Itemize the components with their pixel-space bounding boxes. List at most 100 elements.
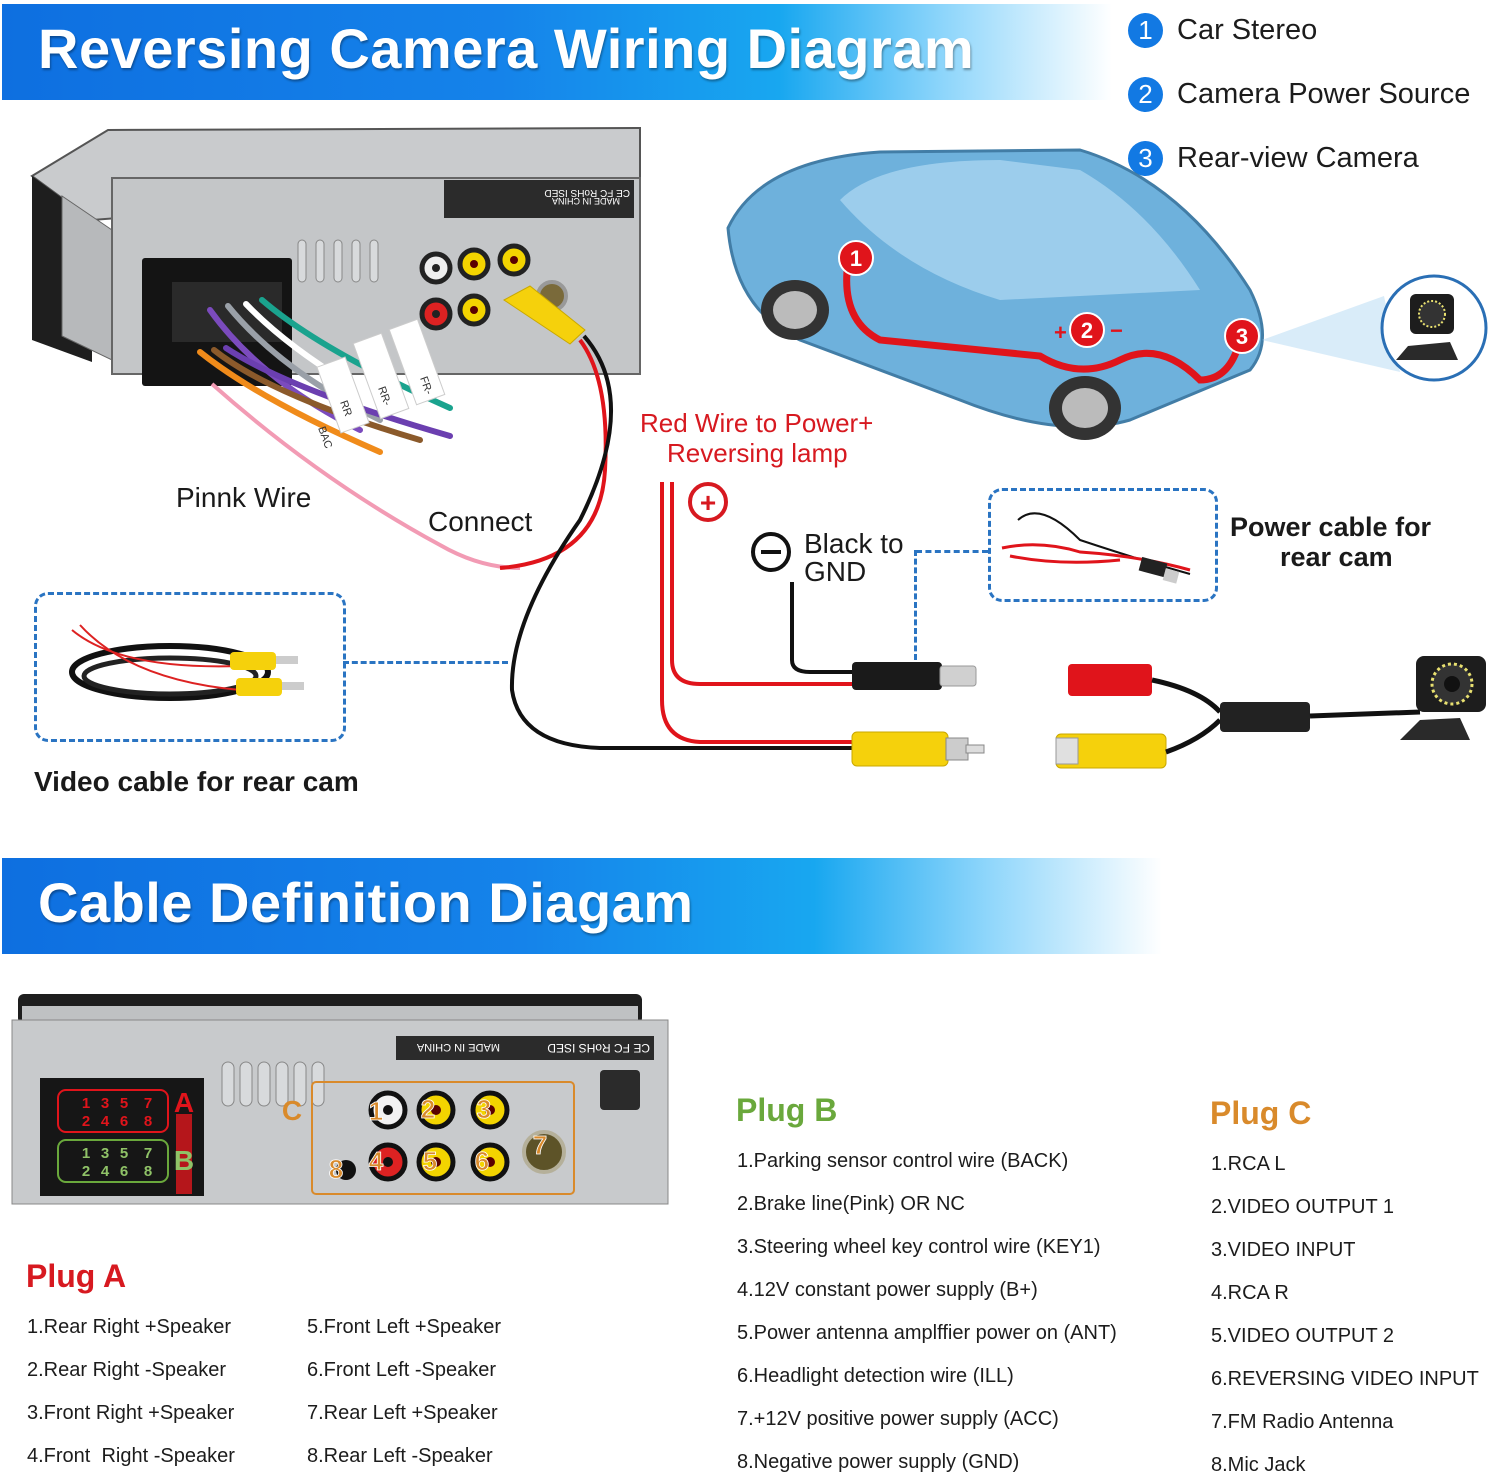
power-cable-label-line2: rear cam	[1280, 542, 1393, 572]
plug-a-item: 4.Front Right -Speaker	[27, 1445, 235, 1467]
rca-number: 5	[423, 1146, 437, 1176]
rca-number: 4	[369, 1146, 384, 1176]
video-cable-box	[34, 592, 346, 742]
power-cable-box	[988, 488, 1218, 602]
rca-number: 2	[421, 1094, 435, 1124]
svg-text:+: +	[700, 487, 716, 518]
panel-sticker-text: MADE IN CHINA	[416, 1041, 500, 1053]
svg-text:3: 3	[1236, 324, 1248, 349]
power-cable-thumbnail	[1001, 512, 1191, 584]
panel-cert-text: CE FC RoHS ISED	[547, 1041, 650, 1055]
svg-text:2: 2	[1081, 318, 1093, 343]
black-gnd-label-line2: GND	[804, 556, 867, 587]
car-route-wire	[843, 261, 1244, 384]
plug-a-item: 8.Rear Left -Speaker	[307, 1445, 493, 1467]
video-cable-thumbnail	[69, 624, 304, 701]
rca-number: 1	[369, 1096, 383, 1126]
car-minus-label: −	[1110, 318, 1123, 343]
plug-a-pin: 4	[101, 1113, 110, 1130]
plug-a-item: 6.Front Left -Speaker	[307, 1359, 496, 1381]
svg-text:1: 1	[850, 246, 862, 271]
yellow-rca-male	[851, 731, 949, 767]
pink-wire	[210, 382, 521, 570]
plug-a-pin: 1	[82, 1095, 90, 1112]
plug-c-item: 6.REVERSING VIDEO INPUT	[1211, 1368, 1479, 1390]
cable-definition-panel: MADE IN CHINA CE FC RoHS ISED 1 3 5 7 2 …	[11, 994, 669, 1205]
plug-c-item: 3.VIDEO INPUT	[1211, 1239, 1356, 1261]
video-cable-connector-line	[343, 661, 508, 664]
section-banner-cable-definition: Cable Definition Diagam	[2, 858, 1162, 954]
plug-a-pin: 2	[82, 1113, 90, 1130]
plug-a-item: 3.Front Right +Speaker	[27, 1402, 235, 1424]
plug-a-pin: 8	[144, 1113, 152, 1130]
plug-b-pin: 5	[120, 1145, 128, 1162]
legend-label: Rear-view Camera	[1177, 141, 1419, 174]
camera-cable-split	[1151, 677, 1222, 755]
panel-sticker	[396, 1036, 654, 1060]
plug-b-item: 1.Parking sensor control wire (BACK)	[737, 1150, 1069, 1172]
rca-number: 7	[533, 1130, 547, 1160]
power-cable-label-line1: Power cable for	[1230, 512, 1432, 542]
wire-tag	[388, 318, 446, 406]
power-cable-connector-line	[916, 550, 988, 553]
wire-tag	[316, 356, 370, 434]
plug-c-item: 2.VIDEO OUTPUT 1	[1211, 1196, 1395, 1218]
plug-b-item: 3.Steering wheel key control wire (KEY1)	[737, 1236, 1101, 1258]
plug-b-item: 2.Brake line(Pink) OR NC	[737, 1193, 965, 1215]
wire-tag-text: FR-	[417, 375, 435, 397]
plug-b-title: Plug B	[736, 1092, 838, 1128]
red-wire-label-line2: Reversing lamp	[667, 438, 848, 468]
plug-c-item: 8.Mic Jack	[1211, 1454, 1306, 1476]
plug-b-outline	[57, 1139, 169, 1183]
cable-junction	[1220, 702, 1310, 732]
car-illustration	[726, 148, 1264, 440]
red-power-line-2	[670, 482, 860, 686]
plug-b-pin: 4	[101, 1163, 110, 1180]
stereo-vents	[297, 239, 379, 283]
plug-a-pin: 6	[120, 1113, 128, 1130]
car-plus-label: +	[1054, 320, 1067, 345]
stereo-sticker	[444, 180, 634, 218]
plug-c-item: 5.VIDEO OUTPUT 2	[1211, 1325, 1395, 1347]
plug-b-item: 8.Negative power supply (GND)	[737, 1451, 1020, 1473]
legend-item-power-source: 2 Camera Power Source	[1128, 74, 1470, 114]
plug-a-title: Plug A	[26, 1258, 127, 1294]
pink-wire-label: Pinnk Wire	[176, 482, 312, 513]
plug-c-item: 4.RCA R	[1211, 1282, 1289, 1304]
plug-b-pin: 3	[101, 1145, 109, 1162]
power-cable-connector-line-vertical	[914, 550, 917, 660]
camera-callout-beam	[1262, 296, 1400, 372]
plug-a-pin: 5	[120, 1095, 128, 1112]
rca-number: 8	[329, 1154, 343, 1184]
connect-label: Connect	[428, 506, 533, 537]
plug-b-item: 6.Headlight detection wire (ILL)	[737, 1365, 1014, 1387]
stereo-side-panel	[61, 195, 113, 361]
legend-number-badge: 1	[1128, 12, 1163, 48]
legend-label: Camera Power Source	[1177, 77, 1471, 110]
plug-a-item: 7.Rear Left +Speaker	[307, 1402, 498, 1424]
red-dc-socket	[1068, 664, 1152, 696]
section-title-cable-definition: Cable Definition Diagam	[38, 871, 694, 934]
plug-a-item: 1.Rear Right +Speaker	[27, 1316, 232, 1338]
plug-b-item: 5.Power antenna amplffier power on (ANT)	[737, 1322, 1117, 1344]
rca-number: 6	[475, 1146, 489, 1176]
plug-b-pin: 2	[82, 1163, 90, 1180]
legend-number-badge: 3	[1128, 140, 1163, 176]
plug-a-item: 5.Front Left +Speaker	[307, 1316, 502, 1338]
plug-c-item: 7.FM Radio Antenna	[1211, 1411, 1394, 1433]
stereo-sticker-text: MADE IN CHINA	[552, 196, 620, 206]
plug-b-pin: 1	[82, 1145, 90, 1162]
car-marker-1: 1	[838, 240, 874, 276]
black-gnd-wire	[790, 582, 860, 674]
legend-item-rear-camera: 3 Rear-view Camera	[1128, 138, 1419, 178]
car-marker-3: 3	[1224, 318, 1260, 354]
plug-b-pin: 6	[120, 1163, 128, 1180]
plug-a-outline	[57, 1089, 169, 1133]
black-gnd-label-line1: Black to	[804, 528, 904, 559]
plug-b-pin: 8	[144, 1163, 152, 1180]
rca-number: 3	[477, 1094, 491, 1124]
plug-b-item: 4.12V constant power supply (B+)	[737, 1279, 1038, 1301]
plug-c-outline	[311, 1081, 575, 1195]
legend-item-car-stereo: 1 Car Stereo	[1128, 10, 1317, 50]
plug-a-pin: 7	[144, 1095, 152, 1112]
